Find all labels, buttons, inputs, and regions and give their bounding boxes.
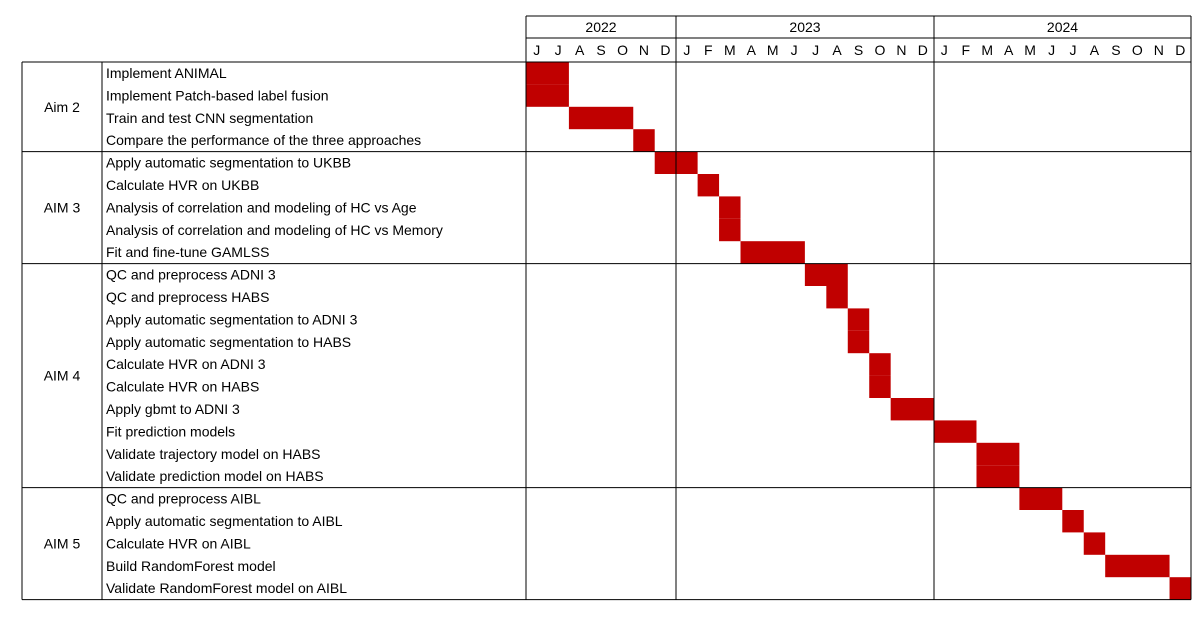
month-label: N <box>1154 42 1164 58</box>
month-label: D <box>660 42 670 58</box>
task-label: Train and test CNN segmentation <box>106 110 313 126</box>
task-label: Fit and fine-tune GAMLSS <box>106 244 269 260</box>
month-label: A <box>575 42 585 58</box>
task-label: Calculate HVR on HABS <box>106 379 259 395</box>
month-label: S <box>854 42 863 58</box>
task-label: Build RandomForest model <box>106 558 276 574</box>
gantt-bar <box>826 286 848 309</box>
month-label: O <box>1132 42 1143 58</box>
task-label: Fit prediction models <box>106 423 235 439</box>
month-label: M <box>981 42 993 58</box>
task-label: Analysis of correlation and modeling of … <box>106 222 443 238</box>
gantt-bar <box>1105 554 1170 578</box>
gantt-bar <box>633 129 655 152</box>
task-label: Apply automatic segmentation to HABS <box>106 334 351 350</box>
group-label: AIM 5 <box>44 536 81 552</box>
gantt-bar <box>697 174 720 197</box>
gantt-bar <box>976 442 1020 466</box>
gantt-bar <box>1169 577 1191 600</box>
month-label: N <box>639 42 649 58</box>
gantt-bar <box>869 375 891 398</box>
month-label: J <box>555 42 562 58</box>
gantt-bar <box>847 308 870 331</box>
year-label: 2022 <box>585 19 616 35</box>
task-label: QC and preprocess HABS <box>106 289 269 305</box>
month-label: D <box>1175 42 1185 58</box>
task-label: Apply gbmt to ADNI 3 <box>106 401 240 417</box>
month-label: J <box>791 42 798 58</box>
group-label: Aim 2 <box>44 99 80 115</box>
month-label: J <box>533 42 540 58</box>
task-label: Apply automatic segmentation to ADNI 3 <box>106 311 358 327</box>
gantt-bar <box>890 398 934 421</box>
task-label: Validate RandomForest model on AIBL <box>106 580 347 596</box>
month-label: O <box>617 42 628 58</box>
gantt-bar <box>719 196 741 219</box>
gantt-bar <box>804 263 848 286</box>
month-label: J <box>683 42 690 58</box>
gantt-bar <box>976 465 1020 488</box>
month-label: F <box>704 42 713 58</box>
month-label: N <box>896 42 906 58</box>
group-label: AIM 3 <box>44 200 81 216</box>
month-label: J <box>812 42 819 58</box>
task-label: QC and preprocess ADNI 3 <box>106 267 276 283</box>
gantt-bar <box>526 84 569 107</box>
month-label: J <box>1070 42 1077 58</box>
month-label: M <box>767 42 779 58</box>
task-label: QC and preprocess AIBL <box>106 491 261 507</box>
month-label: S <box>596 42 605 58</box>
task-label: Compare the performance of the three app… <box>106 132 421 148</box>
month-label: A <box>1090 42 1100 58</box>
gantt-bar <box>933 420 977 443</box>
task-label: Calculate HVR on AIBL <box>106 535 251 551</box>
month-label: M <box>724 42 736 58</box>
task-label: Apply automatic segmentation to AIBL <box>106 513 343 529</box>
month-label: A <box>832 42 842 58</box>
task-label: Analysis of correlation and modeling of … <box>106 199 417 215</box>
gantt-bar <box>740 241 805 264</box>
task-label: Calculate HVR on UKBB <box>106 177 259 193</box>
task-label: Implement Patch-based label fusion <box>106 87 329 103</box>
month-label: A <box>1004 42 1014 58</box>
year-label: 2023 <box>789 19 820 35</box>
month-label: A <box>747 42 757 58</box>
task-label: Calculate HVR on ADNI 3 <box>106 356 266 372</box>
task-label: Validate trajectory model on HABS <box>106 446 321 462</box>
gantt-bar <box>526 62 569 85</box>
month-label: O <box>875 42 886 58</box>
group-label: AIM 4 <box>44 368 81 384</box>
month-label: D <box>918 42 928 58</box>
month-label: M <box>1024 42 1036 58</box>
gantt-bar <box>1062 510 1084 533</box>
gantt-bar <box>1019 487 1063 510</box>
gantt-bar <box>568 106 634 130</box>
year-label: 2024 <box>1047 19 1078 35</box>
task-label: Validate prediction model on HABS <box>106 468 324 484</box>
gantt-bar <box>847 330 870 354</box>
task-label: Implement ANIMAL <box>106 65 227 81</box>
gantt-bar <box>719 218 741 242</box>
month-label: J <box>941 42 948 58</box>
month-label: J <box>1048 42 1055 58</box>
gantt-bar <box>869 353 891 376</box>
task-label: Apply automatic segmentation to UKBB <box>106 155 351 171</box>
gantt-bar <box>1083 532 1106 555</box>
month-label: S <box>1111 42 1120 58</box>
month-label: F <box>961 42 970 58</box>
